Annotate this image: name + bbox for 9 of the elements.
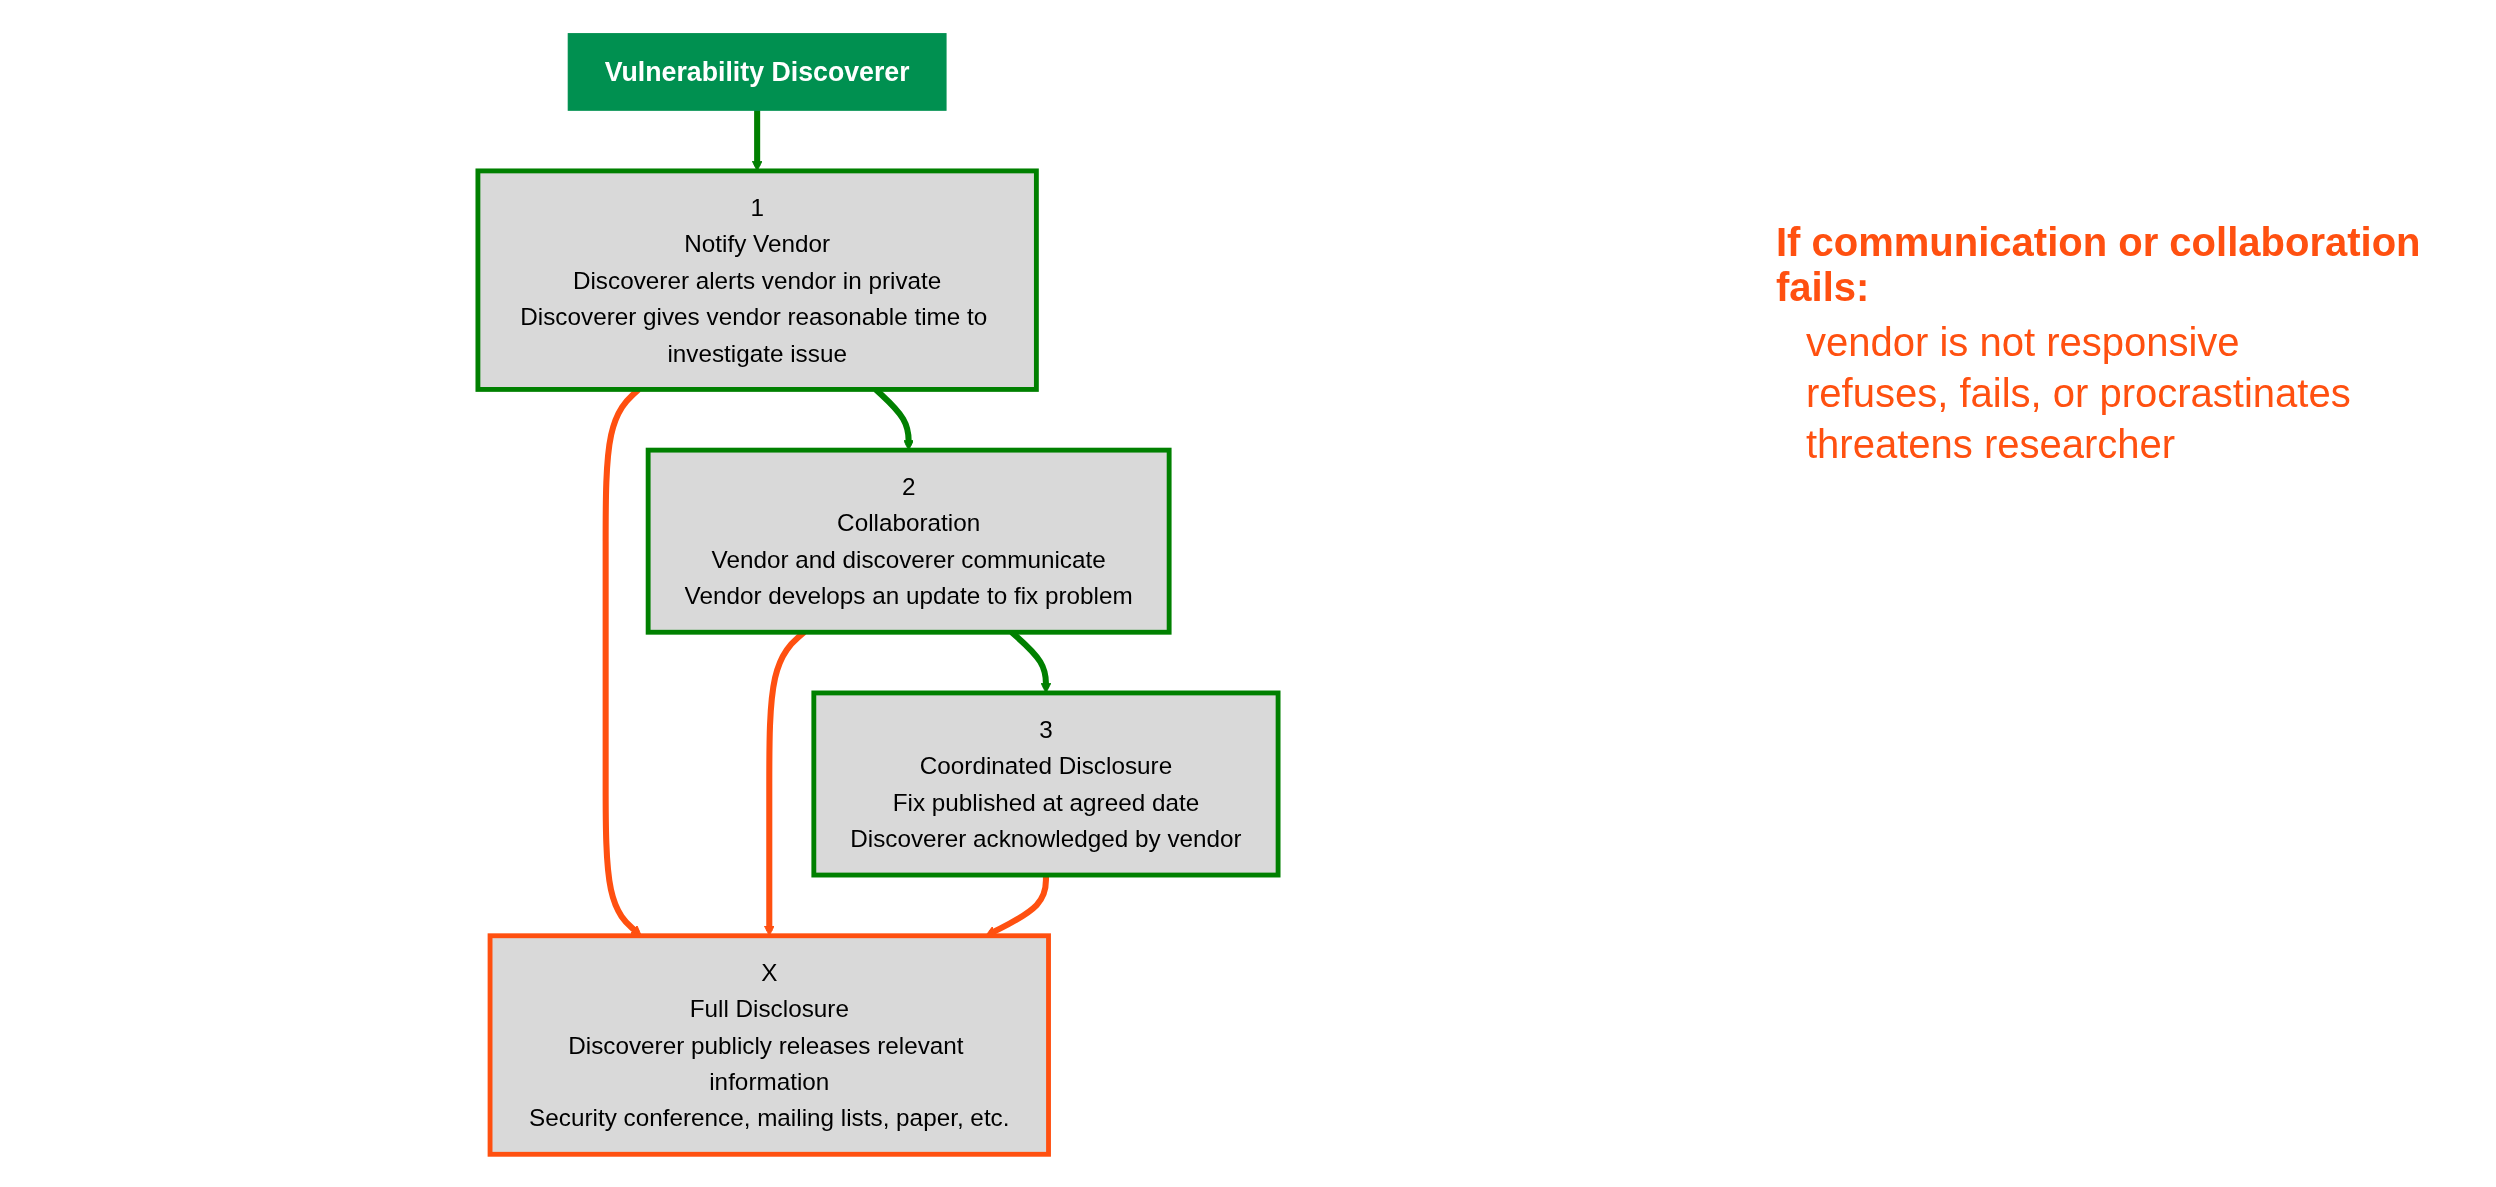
note-item: threatens researcher <box>1806 422 2177 467</box>
node-box: 1 Notify Vendor Discoverer alerts vendor in private Discoverer gives vendor reasonable time to investigate issue <box>475 167 1039 392</box>
note-heading: If communication or collaboration fails: <box>1776 220 2422 310</box>
node-box: 2 Collaboration Vendor and discoverer communicate Vendor develops an update to fix problem <box>645 447 1172 635</box>
note-item: refuses, fails, or procrastinates <box>1806 371 2352 416</box>
note-item: vendor is not responsive <box>1806 320 2241 365</box>
node-box: 3 Coordinated Disclosure Fix published at agreed date Discoverer acknowledged by vendor <box>811 690 1281 877</box>
node-box: X Full Disclosure Discoverer publicly releases relevant information Security conference, mailing lists, paper, etc. <box>487 932 1051 1157</box>
node-box: Vulnerability Discoverer <box>567 32 947 111</box>
